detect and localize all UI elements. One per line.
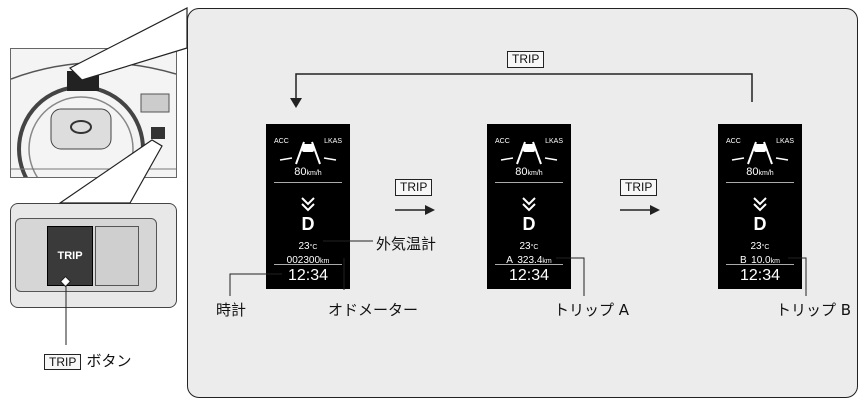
trip-caption-text: ボタン <box>86 352 132 370</box>
adjacent-button <box>95 226 139 286</box>
trip-button-closeup: TRIP <box>10 203 177 308</box>
trip-caption-box: TRIP <box>44 354 82 370</box>
meter-display-odometer: ACC LKAS 80km/h D 23°C 002300km 12:34 <box>266 124 350 289</box>
label-odometer: オドメーター <box>328 301 419 319</box>
outside-temp-value: 23 <box>750 241 762 252</box>
temp-unit: °C <box>530 244 539 251</box>
speed-unit: km/h <box>758 170 774 177</box>
eco-icon <box>753 197 767 212</box>
speed-unit: km/h <box>306 170 322 177</box>
lane-assist-icon <box>731 141 789 165</box>
clock-value: 12:34 <box>287 267 329 284</box>
acc-indicator: ACC <box>274 138 289 145</box>
label-outside-temp: 外気温計 <box>376 235 437 253</box>
outside-temp-value: 23 <box>519 241 531 252</box>
gear-position: D <box>301 214 315 234</box>
meter-display-trip-b: ACC LKAS 80km/h D 23°C B 10.0km 12:34 <box>718 124 802 289</box>
label-trip-b: トリップ B <box>776 301 852 319</box>
arrow2-trip-label: TRIP <box>620 179 658 196</box>
reading-value: 323.4 <box>517 255 543 266</box>
clock-value: 12:34 <box>739 267 781 284</box>
temp-unit: °C <box>761 244 770 251</box>
meter-display-trip-a: ACC LKAS 80km/h D 23°C A 323.4km 12:34 <box>487 124 571 289</box>
set-speed: 80 <box>746 166 759 178</box>
label-trip-a: トリップ A <box>554 301 630 319</box>
speed-unit: km/h <box>527 170 543 177</box>
arrow1-trip-label: TRIP <box>395 179 433 196</box>
cycle-trip-label: TRIP <box>507 51 545 68</box>
label-clock: 時計 <box>216 301 247 319</box>
reading-prefix: A <box>506 255 513 266</box>
temp-unit: °C <box>309 244 318 251</box>
gear-position: D <box>753 214 767 234</box>
eco-icon <box>301 197 315 212</box>
trip-button[interactable]: TRIP <box>47 226 93 286</box>
lkas-indicator: LKAS <box>776 138 794 145</box>
reading-unit: km <box>320 258 330 265</box>
reading-unit: km <box>542 258 552 265</box>
acc-indicator: ACC <box>495 138 510 145</box>
acc-indicator: ACC <box>726 138 741 145</box>
reading-value: 002300 <box>286 255 321 266</box>
reading-value: 10.0 <box>751 255 771 266</box>
set-speed: 80 <box>515 166 528 178</box>
trip-button-caption: TRIP ボタン <box>44 350 131 371</box>
eco-icon <box>522 197 536 212</box>
lkas-indicator: LKAS <box>545 138 563 145</box>
lane-assist-icon <box>279 141 337 165</box>
gear-position: D <box>522 214 536 234</box>
set-speed: 80 <box>294 166 307 178</box>
clock-value: 12:34 <box>508 267 550 284</box>
reading-prefix: B <box>740 255 747 266</box>
lane-assist-icon <box>500 141 558 165</box>
lkas-indicator: LKAS <box>324 138 342 145</box>
outside-temp-value: 23 <box>298 241 310 252</box>
reading-unit: km <box>770 258 780 265</box>
